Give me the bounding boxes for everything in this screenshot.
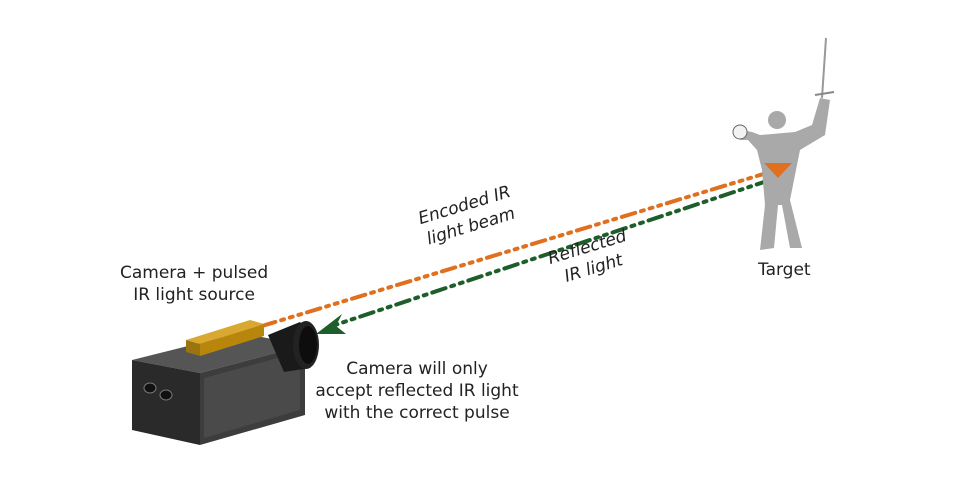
note-line: accept reflected IR light [315, 381, 519, 401]
camera-label-line: IR light source [133, 285, 255, 305]
camera-note: Camera will only accept reflected IR lig… [312, 358, 522, 424]
note-line: with the correct pulse [324, 403, 510, 423]
camera-icon [132, 320, 319, 445]
target-reflector-icon [764, 163, 792, 178]
camera-label: Camera + pulsed IR light source [120, 262, 268, 306]
ir-emitter-icon [186, 320, 264, 344]
encoded-ir-beam [260, 170, 772, 328]
note-line: Camera will only [346, 359, 488, 379]
reflected-arrowhead-icon [316, 314, 346, 334]
camera-label-line: Camera + pulsed [120, 263, 269, 283]
target-figure-icon [732, 37, 835, 250]
reflected-ir-beam [333, 178, 772, 327]
target-label: Target [758, 260, 811, 280]
